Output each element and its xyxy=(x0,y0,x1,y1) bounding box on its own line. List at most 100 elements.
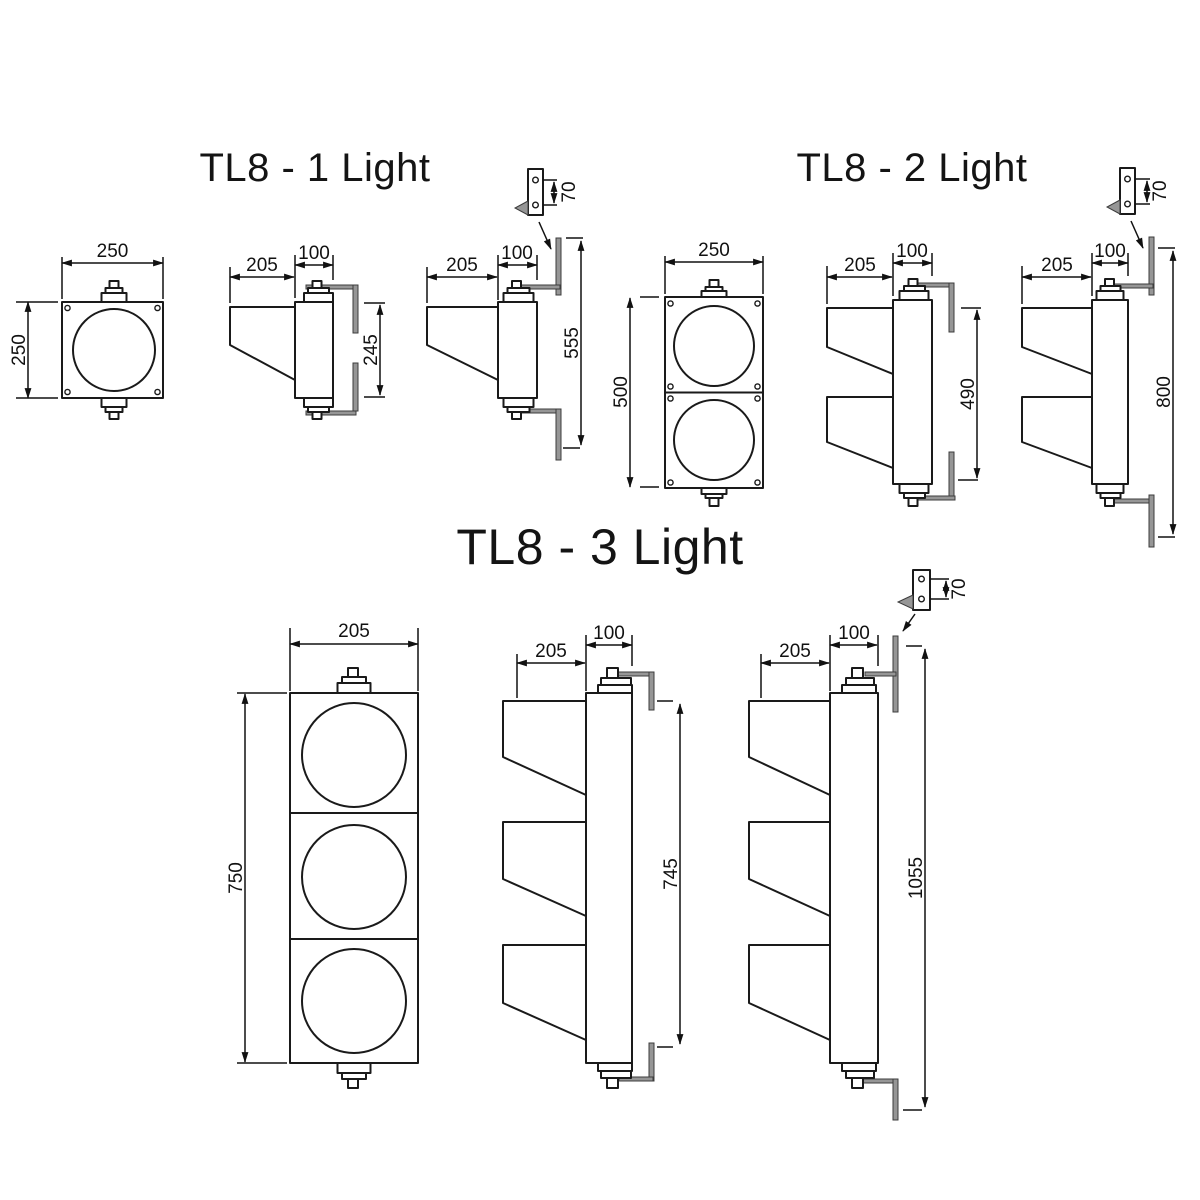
dim-height-label: 250 xyxy=(9,334,30,366)
bottom-hinge-mid xyxy=(600,1070,632,1079)
corner-screw xyxy=(754,395,761,402)
mount-rail-bottom xyxy=(948,451,955,499)
bracket-hole-extensions xyxy=(543,179,557,206)
lens-circle xyxy=(301,702,407,808)
bottom-hinge-cap xyxy=(336,1062,372,1074)
front-view-3-light: 205 750 xyxy=(226,621,419,1089)
housing-side xyxy=(1091,299,1129,485)
bracket-plate xyxy=(527,168,544,216)
mount-rail-tab xyxy=(864,671,897,677)
bottom-hinge-knob xyxy=(907,497,919,507)
visor xyxy=(1021,396,1093,469)
mount-rail-bottom xyxy=(555,408,562,461)
corner-screw xyxy=(754,479,761,486)
dim-visor-label: 205 xyxy=(1041,255,1073,276)
top-hinge-cap xyxy=(303,292,334,303)
dim-body-label: 100 xyxy=(1094,241,1126,262)
top-hinge-knob xyxy=(347,667,359,678)
visor xyxy=(502,944,587,1041)
housing-side xyxy=(892,299,933,485)
lens-circle xyxy=(301,948,407,1054)
bracket-hole-extensions xyxy=(1135,178,1150,205)
mount-rail-bottom xyxy=(892,1078,899,1121)
dim-hole-spacing-label: 70 xyxy=(559,181,580,202)
corner-screw xyxy=(754,383,761,390)
dim-body-label: 100 xyxy=(593,623,625,644)
housing-side xyxy=(829,692,879,1064)
dim-overall-height-label: 800 xyxy=(1154,376,1175,408)
bracket-leader-arrow xyxy=(538,221,552,250)
dim-height-label: 500 xyxy=(611,376,632,408)
module-divider xyxy=(290,812,418,940)
top-hinge-knob xyxy=(1104,278,1115,287)
visor xyxy=(502,821,587,917)
bottom-hinge-knob xyxy=(108,411,120,420)
top-hinge-cap xyxy=(502,292,535,303)
visor xyxy=(748,700,831,796)
bottom-hinge-cap xyxy=(841,1062,877,1072)
bottom-hinge-knob xyxy=(708,497,720,507)
dim-body-label: 100 xyxy=(298,243,330,264)
dim-visor-label: 205 xyxy=(779,641,811,662)
housing-side xyxy=(585,692,633,1064)
bracket-plate xyxy=(912,569,931,611)
visor xyxy=(748,821,831,917)
top-hinge-mid xyxy=(600,677,632,686)
bracket-hole xyxy=(532,201,540,209)
section-title-1-light: TL8 - 1 Light xyxy=(199,146,431,190)
visor xyxy=(229,306,296,381)
corner-screw xyxy=(154,304,161,312)
bracket-foot xyxy=(513,200,529,216)
section-title-3-light: TL8 - 3 Light xyxy=(456,519,744,575)
corner-screw xyxy=(667,479,674,486)
top-hinge-knob xyxy=(708,279,720,288)
housing-front xyxy=(61,301,164,399)
bottom-hinge-cap xyxy=(303,397,334,408)
bottom-hinge-cap xyxy=(597,1062,633,1072)
mount-rail-tab xyxy=(1111,498,1154,504)
top-hinge-knob xyxy=(606,667,619,679)
extension-lines xyxy=(16,257,164,399)
bottom-hinge-cap xyxy=(100,397,128,408)
corner-screw xyxy=(667,383,674,390)
dim-height-label: 245 xyxy=(361,334,382,366)
bracket-hole-extensions xyxy=(930,578,949,600)
mount-rail-tab xyxy=(862,1078,897,1084)
corner-screw xyxy=(64,304,71,312)
dim-overall-height-label: 555 xyxy=(562,327,583,359)
extension-lines xyxy=(640,256,764,488)
top-hinge-cap xyxy=(700,290,728,298)
dim-height-label: 750 xyxy=(226,862,247,894)
side-bracket-view-2-light: 70 205 100 800 xyxy=(1021,167,1177,548)
side-view-1-light: 205 100 245 xyxy=(229,243,385,420)
bottom-hinge-knob xyxy=(606,1077,619,1089)
corner-screw xyxy=(667,395,674,402)
mount-rail-bottom xyxy=(648,1042,655,1082)
dim-overall-height-label: 1055 xyxy=(906,857,927,899)
visor xyxy=(826,396,894,469)
lens-circle xyxy=(673,305,755,387)
top-hinge-knob xyxy=(907,278,919,287)
mount-rail-bottom xyxy=(352,362,359,412)
mount-rail-top xyxy=(948,282,955,333)
bottom-hinge-knob xyxy=(851,1077,864,1089)
dim-width-label: 250 xyxy=(97,241,129,262)
mount-rail-top xyxy=(352,284,359,334)
bracket-foot xyxy=(1105,199,1121,215)
dim-visor-label: 205 xyxy=(535,641,567,662)
extension-lines xyxy=(516,635,673,1048)
bracket-hole xyxy=(1123,200,1131,208)
bottom-hinge-knob xyxy=(347,1078,359,1089)
side-bracket-view-1-light: 70 205 100 555 xyxy=(426,168,585,461)
top-hinge-knob xyxy=(511,280,522,289)
side-view-3-light: 205 100 745 xyxy=(502,623,684,1089)
dim-body-label: 100 xyxy=(838,623,870,644)
bottom-hinge-mid xyxy=(845,1070,875,1079)
bracket-plate xyxy=(1119,167,1136,215)
top-hinge-knob xyxy=(311,280,323,289)
lens-circle xyxy=(301,824,407,930)
top-hinge-knob xyxy=(851,667,864,679)
visor xyxy=(502,700,587,796)
top-hinge-cap xyxy=(1095,290,1125,301)
dim-hole-spacing-label: 70 xyxy=(949,578,970,599)
